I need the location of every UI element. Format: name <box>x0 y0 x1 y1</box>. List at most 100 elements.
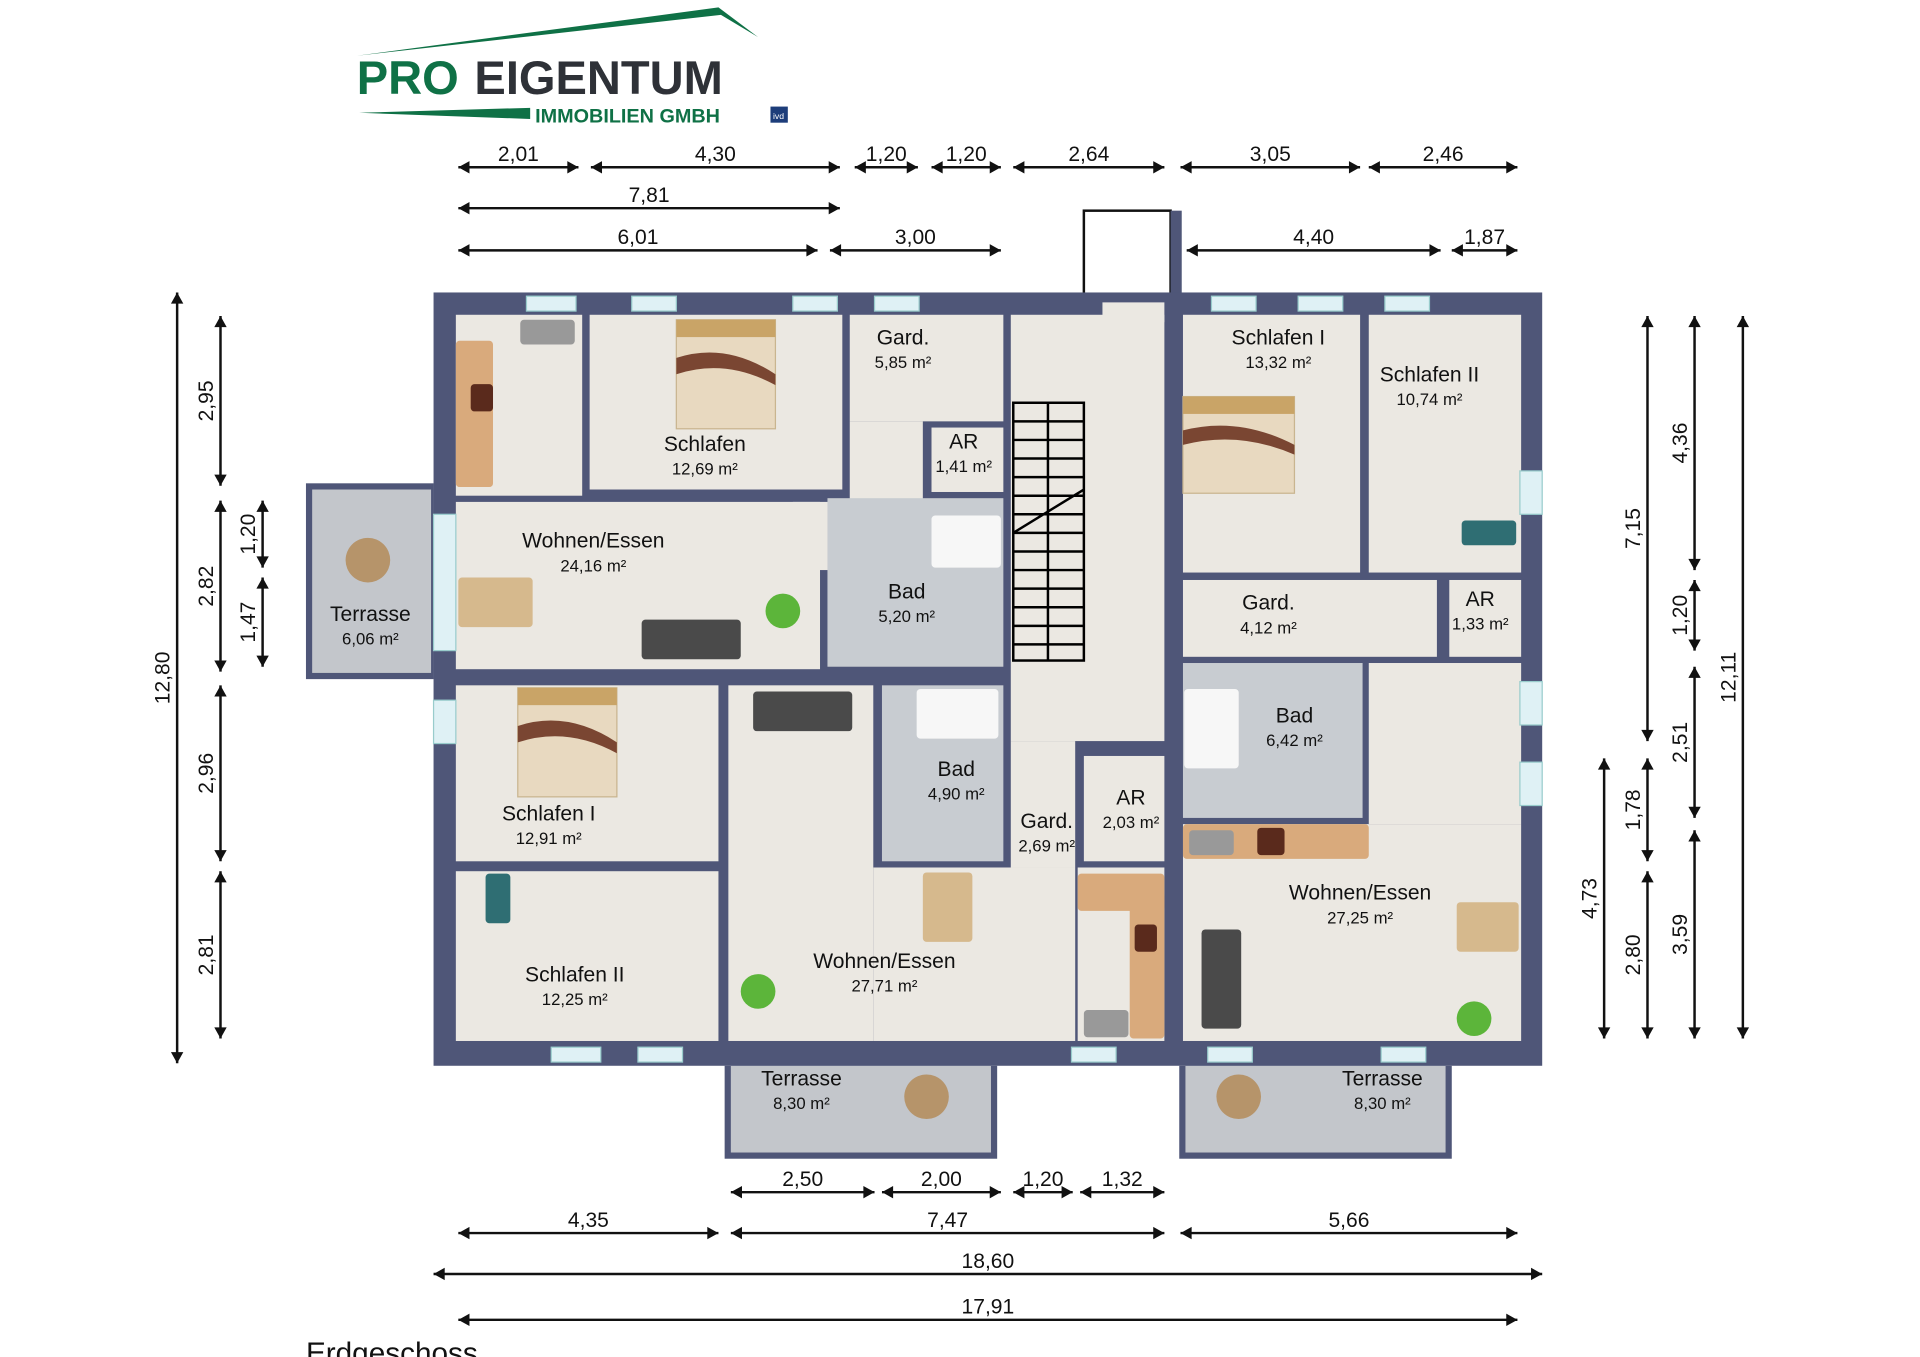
dimension-vertical: 1,78 <box>1622 758 1654 862</box>
room-name: Schlafen <box>664 433 746 456</box>
room-name: Bad <box>938 758 975 781</box>
dimension-label: 7,81 <box>629 184 670 207</box>
room-label: AR1,33 m² <box>1452 588 1509 634</box>
dimension-label: 3,05 <box>1250 143 1291 166</box>
room-area: 6,42 m² <box>1266 731 1323 750</box>
room-area: 4,90 m² <box>928 784 985 803</box>
window <box>1210 295 1257 312</box>
room-name: Gard. <box>1020 810 1073 833</box>
room-area: 2,03 m² <box>1103 813 1160 832</box>
dimension-vertical: 4,36 <box>1669 316 1701 571</box>
dimension-label: 1,20 <box>1669 595 1692 636</box>
dimension-vertical: 2,96 <box>195 685 227 862</box>
window <box>1519 761 1543 807</box>
dimension-label: 4,36 <box>1669 423 1692 464</box>
logo-eigentum-text: EIGENTUM <box>474 51 722 104</box>
dimension-label: 1,20 <box>946 143 987 166</box>
dimension-horizontal: 2,46 <box>1368 143 1518 174</box>
dimension-label: 2,50 <box>782 1168 823 1191</box>
dimension-label: 4,40 <box>1293 226 1334 249</box>
dimension-label: 2,64 <box>1068 143 1109 166</box>
room-floor <box>1083 755 1165 862</box>
room-area: 12,25 m² <box>542 990 608 1009</box>
room-name: AR <box>1466 588 1495 611</box>
window <box>1519 680 1543 726</box>
room-name: Terrasse <box>1342 1068 1423 1091</box>
dimension-label: 12,80 <box>152 652 175 705</box>
bathtub-icon <box>1184 689 1239 769</box>
room-floor <box>849 314 1004 422</box>
dimension-label: 3,00 <box>895 226 936 249</box>
room-area: 8,30 m² <box>1354 1094 1411 1113</box>
logo-subtitle: IMMOBILIEN GMBH <box>535 106 720 128</box>
room-name: Wohnen/Essen <box>522 530 664 553</box>
plant-icon <box>765 593 801 629</box>
dimension-label: 6,01 <box>617 226 658 249</box>
dimension-label: 2,00 <box>921 1168 962 1191</box>
kitchen-counter <box>455 340 494 488</box>
sofa-icon <box>641 619 741 660</box>
dimension-horizontal: 18,60 <box>433 1250 1543 1281</box>
dimension-horizontal: 1,20 <box>931 143 1001 174</box>
window <box>1519 470 1543 515</box>
dimension-label: 1,47 <box>237 602 260 643</box>
sink-icon <box>1083 1010 1129 1038</box>
plant-icon <box>1456 1001 1492 1037</box>
kitchen-counter <box>1129 892 1165 1039</box>
room-name: Bad <box>888 581 925 604</box>
dimension-label: 7,15 <box>1622 508 1645 549</box>
window <box>873 295 920 312</box>
wall <box>1170 210 1182 298</box>
room-label: Gard. 4,12 m² <box>1240 592 1297 638</box>
window <box>631 295 677 312</box>
room-name: Gard. <box>1242 592 1295 615</box>
dimension-horizontal: 5,66 <box>1180 1209 1518 1240</box>
room-area: 4,12 m² <box>1240 618 1297 637</box>
room-name: Gard. <box>877 327 930 350</box>
stove-icon <box>1257 827 1285 856</box>
dimension-label: 2,96 <box>195 753 218 794</box>
dining-table-icon <box>1456 902 1519 952</box>
dimension-horizontal: 2,01 <box>458 143 579 174</box>
room-floor <box>1010 741 1076 868</box>
room-floor <box>931 427 1004 492</box>
dimension-label: 1,87 <box>1464 226 1505 249</box>
room-floor <box>873 867 1076 1041</box>
room-label: Bad 4,90 m² <box>928 758 985 804</box>
bathtub-icon <box>916 689 999 739</box>
room-label: Terrasse 8,30 m² <box>1342 1068 1423 1114</box>
room-name: Wohnen/Essen <box>813 950 955 973</box>
room-name: Terrasse <box>761 1068 842 1091</box>
room-area: 5,85 m² <box>875 353 932 372</box>
room-area: 5,20 m² <box>878 607 935 626</box>
terrace-table-icon <box>1216 1074 1262 1120</box>
dimension-vertical: 2,95 <box>195 316 227 486</box>
dimension-horizontal: 2,64 <box>1013 143 1165 174</box>
room-name: Schlafen I <box>502 802 596 825</box>
dimension-label: 1,20 <box>237 514 260 555</box>
window <box>1207 1046 1253 1063</box>
room-label: Bad 5,20 m² <box>878 581 935 627</box>
furniture <box>345 319 1519 1120</box>
dimension-horizontal: 4,35 <box>458 1209 719 1240</box>
dimension-horizontal: 2,50 <box>730 1168 875 1199</box>
ivd-badge: ivd <box>773 111 784 121</box>
dimension-label: 1,78 <box>1622 789 1645 830</box>
room-area: 24,16 m² <box>560 556 626 575</box>
room-label: Wohnen/Essen 24,16 m² <box>522 530 664 576</box>
room-name: AR <box>1116 786 1145 809</box>
dimension-vertical: 1,20 <box>1669 579 1701 651</box>
dimension-vertical: 12,11 <box>1717 316 1750 1039</box>
room-label: Gard.2,69 m² <box>1018 810 1075 856</box>
dimension-label: 5,66 <box>1328 1209 1369 1232</box>
room-area: 27,71 m² <box>851 976 917 995</box>
room-floor <box>1182 579 1437 657</box>
room-label: AR 2,03 m² <box>1103 786 1160 832</box>
room-area: 1,41 m² <box>935 457 992 476</box>
